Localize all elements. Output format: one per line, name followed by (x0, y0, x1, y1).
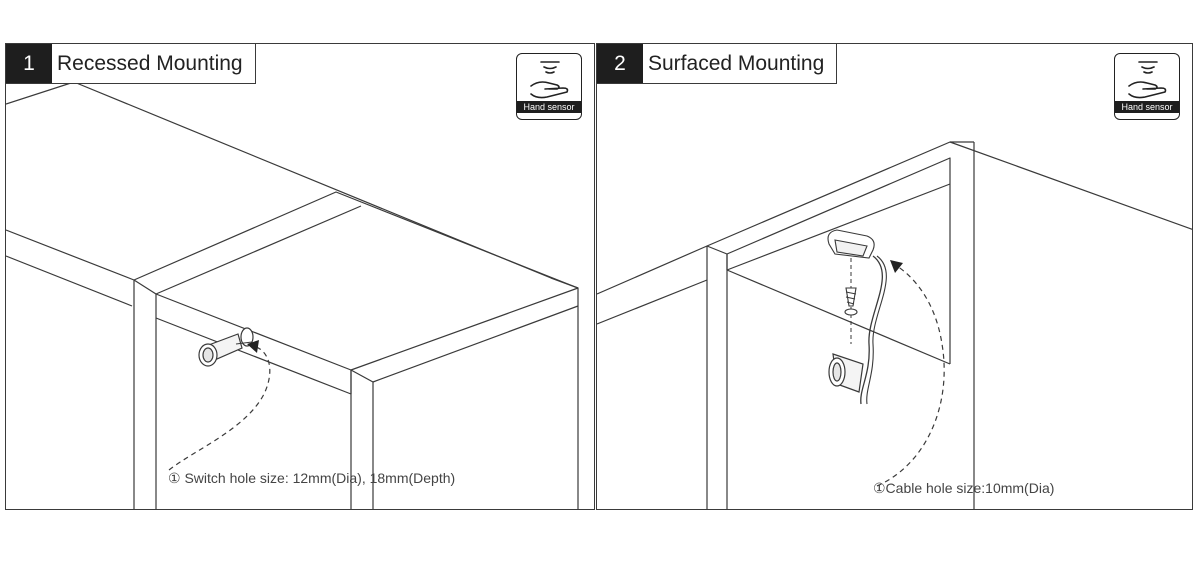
cable-hole-caption: ①Cable hole size:10mm(Dia) (873, 480, 1055, 496)
section-title: Recessed Mounting (57, 51, 243, 75)
section-title: Surfaced Mounting (648, 51, 825, 75)
badge-label: Hand sensor (517, 101, 581, 113)
mounting-clip (827, 229, 875, 259)
switch-cylinder (198, 333, 253, 367)
sensor-cylinder (828, 353, 864, 393)
step-number: 1 (6, 44, 52, 83)
step-number: 2 (597, 44, 643, 83)
hand-sensor-badge: Hand sensor (1114, 53, 1180, 120)
recessed-mounting-panel: 1 Recessed Mounting Hand sensor ① Switch… (5, 43, 595, 510)
screw (844, 287, 858, 316)
surfaced-mounting-panel: 2 Surfaced Mounting Hand sensor ①Cable h… (596, 43, 1193, 510)
surfaced-cabinet-illustration (597, 141, 1192, 509)
section-header: 1 Recessed Mounting (6, 44, 256, 84)
hand-sensor-icon (1128, 61, 1167, 99)
recessed-cabinet-illustration (6, 81, 579, 509)
hand-sensor-badge: Hand sensor (516, 53, 582, 120)
section-header: 2 Surfaced Mounting (597, 44, 838, 84)
hand-sensor-icon (530, 61, 569, 99)
switch-hole-caption: ① Switch hole size: 12mm(Dia), 18mm(Dept… (168, 470, 456, 486)
badge-label: Hand sensor (1115, 101, 1179, 113)
